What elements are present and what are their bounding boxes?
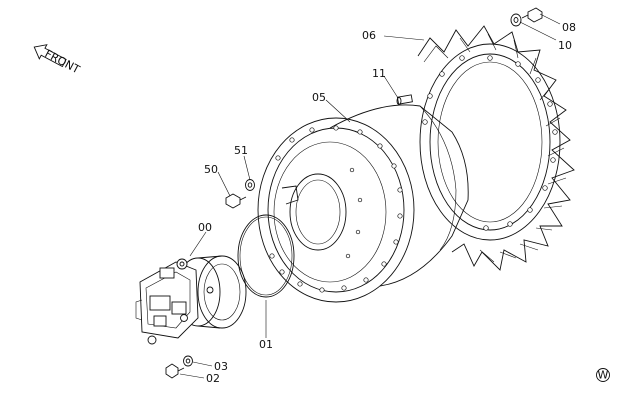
bolt-08-drawing bbox=[521, 7, 543, 23]
part-label-51: 51 bbox=[234, 144, 248, 157]
part-label-03: 03 bbox=[214, 360, 228, 373]
part-label-02: 02 bbox=[206, 372, 220, 385]
part-label-10: 10 bbox=[558, 39, 572, 52]
travel-motor-drawing bbox=[135, 255, 247, 345]
o-ring-01-drawing bbox=[237, 214, 295, 298]
front-arrow-icon bbox=[33, 44, 67, 68]
washer-10-drawing bbox=[510, 13, 522, 27]
washer-03-drawing bbox=[183, 355, 193, 367]
pin-11-drawing bbox=[396, 94, 413, 105]
bolt-50-drawing bbox=[225, 193, 247, 209]
drum-housing-drawing bbox=[257, 104, 469, 303]
front-arrow-label: FRONT bbox=[43, 47, 83, 76]
part-label-00: 00 bbox=[198, 221, 212, 234]
washer-51-drawing bbox=[245, 179, 255, 191]
leader-lines bbox=[179, 13, 561, 379]
part-label-08: 08 bbox=[562, 21, 576, 34]
watermark-stamp: W bbox=[596, 368, 610, 382]
part-label-11: 11 bbox=[372, 67, 386, 80]
watermark-symbol: W bbox=[598, 369, 609, 382]
sprocket-drawing bbox=[417, 25, 575, 271]
part-label-50: 50 bbox=[204, 163, 218, 176]
bolt-02-drawing bbox=[165, 363, 185, 379]
part-label-05: 05 bbox=[312, 91, 326, 104]
part-label-06: 06 bbox=[362, 29, 376, 42]
part-label-01: 01 bbox=[259, 338, 273, 351]
